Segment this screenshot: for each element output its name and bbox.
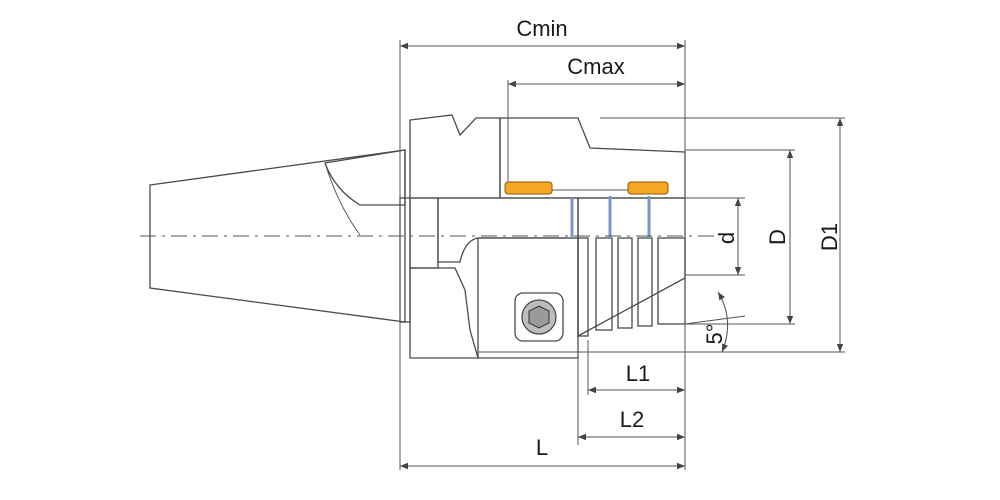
L1-label: L1: [626, 361, 650, 386]
flange-lower: [409, 267, 479, 359]
dimension-D1: D1: [817, 118, 844, 352]
dimension-L2: L2: [578, 407, 685, 441]
dimension-cmin: Cmin: [400, 16, 685, 50]
extension-lines: [399, 40, 845, 470]
D-label: D: [765, 229, 790, 245]
dimension-L: L: [400, 435, 685, 470]
L-label: L: [536, 435, 548, 460]
body-section: [499, 117, 686, 199]
L2-label: L2: [620, 407, 644, 432]
dimension-cmax: Cmax: [508, 54, 685, 88]
bore-upper-insert: [504, 181, 553, 195]
cmin-label: Cmin: [516, 16, 567, 41]
dimension-D: D: [765, 150, 794, 324]
cmax-label: Cmax: [567, 54, 624, 79]
body-exterior: [437, 197, 686, 359]
d-label: d: [714, 232, 739, 244]
seal-rings: [570, 196, 651, 238]
dimension-d: d: [714, 198, 742, 275]
D1-label: D1: [817, 223, 842, 251]
taper-section-hatch: [324, 149, 406, 206]
dimension-angle: 5°: [684, 291, 746, 353]
angle-label: 5°: [702, 323, 727, 344]
set-screw-icon: [514, 292, 564, 342]
bore-lower-insert: [627, 181, 669, 195]
dimension-L1: L1: [588, 361, 685, 394]
